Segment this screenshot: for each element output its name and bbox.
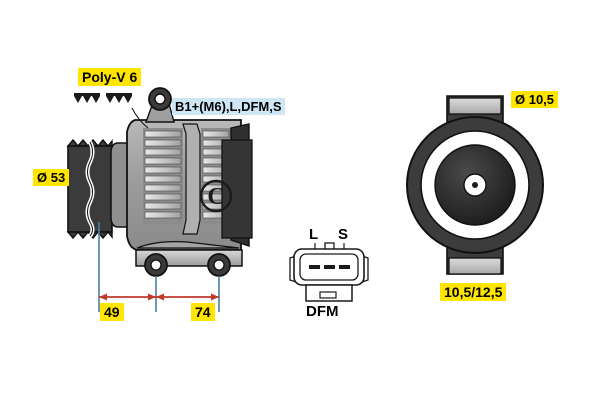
label-bolt-diameter: Ø 10,5 (511, 91, 559, 108)
connector-label-dfm: DFM (306, 303, 339, 320)
label-poly-v: Poly-V 6 (78, 68, 142, 86)
dimension-lines (98, 222, 220, 312)
dimension-74 (156, 293, 219, 301)
alternator-end-view (406, 95, 544, 275)
mounting-boss-left (144, 253, 168, 277)
alternator-side-view: C (66, 87, 253, 277)
label-dimension-49: 49 (100, 303, 124, 321)
label-bolt-sizes: 10,5/12,5 (440, 283, 507, 301)
dimension-49 (99, 293, 156, 301)
svg-text:C: C (207, 184, 224, 210)
connector-pin-label-s: S (338, 226, 349, 243)
connector-terminals (309, 265, 350, 269)
mounting-boss-right (207, 253, 231, 277)
top-mounting-eye (145, 87, 175, 123)
cooling-fins-front (143, 128, 183, 224)
poly-v-symbol-icon (74, 93, 132, 103)
label-pulley-diameter: Ø 53 (33, 169, 70, 186)
connector-face-view (289, 242, 369, 302)
manufacturer-logo: C (199, 179, 233, 213)
connector-pin-label-l: L (309, 226, 319, 243)
label-terminals: B1+(M6),L,DFM,S (172, 98, 285, 115)
pulley (66, 138, 113, 240)
label-dimension-74: 74 (191, 303, 215, 321)
